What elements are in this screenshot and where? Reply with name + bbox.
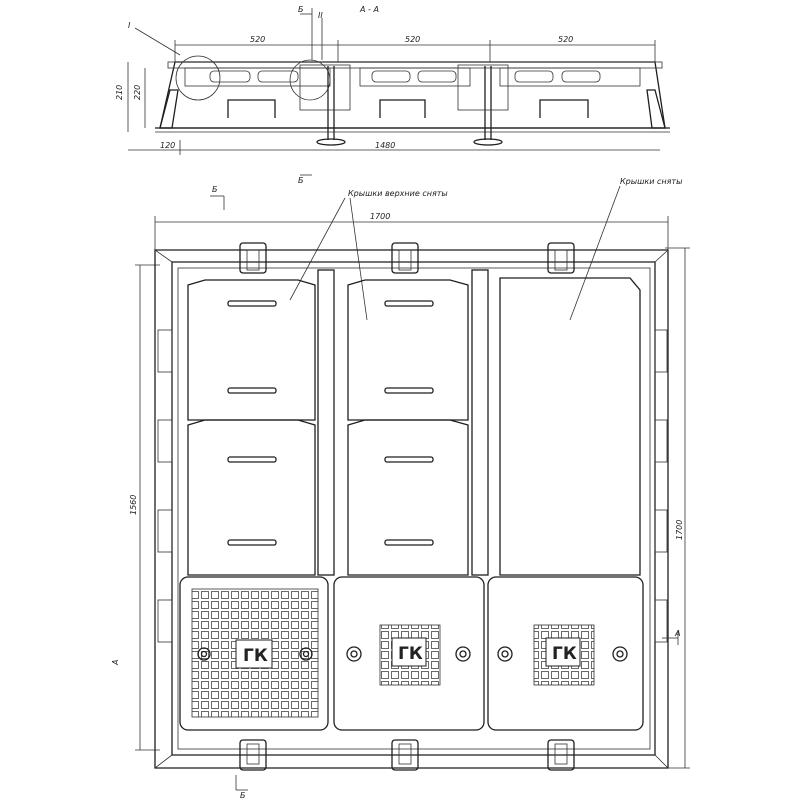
cover-middle[interactable]: ГК <box>333 576 485 731</box>
dim-220: 220 <box>133 85 142 100</box>
dim-520-1: 520 <box>250 35 265 44</box>
plan-mark-b-bottom: Б <box>240 791 246 800</box>
plan-mark-a-left: А <box>111 660 120 666</box>
beam-left <box>317 269 335 576</box>
plan-mark-b-top: Б <box>212 185 218 194</box>
plan-mark-a-right: А <box>674 629 680 638</box>
section-title: А - А <box>359 5 379 14</box>
cover-right[interactable]: ГК <box>487 576 644 731</box>
upper-cover-panels <box>187 277 641 576</box>
dim-520-3: 520 <box>558 35 573 44</box>
plan-view: Крышки верхние сняты Крышки сняты Б 1700… <box>111 177 690 800</box>
cover-slots <box>184 67 641 87</box>
cover-left[interactable]: ГК <box>179 576 329 731</box>
dim-520-2: 520 <box>405 35 420 44</box>
detail-circle-two <box>289 59 331 101</box>
cover-right-label: ГК <box>552 644 577 664</box>
section-view: А - А Б II I 520 520 520 <box>115 5 670 185</box>
cover-left-label: ГК <box>243 646 268 666</box>
cover-middle-label: ГК <box>398 644 423 664</box>
dim-210: 210 <box>115 85 124 100</box>
dim-120: 120 <box>160 141 175 150</box>
dim-1560: 1560 <box>129 495 138 515</box>
support-bolts <box>299 64 509 146</box>
label-top-covers: Крышки верхние сняты <box>348 189 448 198</box>
dim-1700-right: 1700 <box>675 520 684 540</box>
dim-1700-top: 1700 <box>370 212 390 221</box>
frame-lugs <box>157 242 668 771</box>
label-covers-removed: Крышки сняты <box>620 177 682 186</box>
panel-slots <box>227 300 434 546</box>
section-mark-b: Б <box>298 5 304 14</box>
detail-circle-one <box>175 55 221 101</box>
beam-right <box>471 269 489 576</box>
detail-mark-roman: II <box>318 11 323 20</box>
section-mark-b-lower: Б <box>298 176 304 185</box>
detail-mark-one: I <box>128 21 131 30</box>
dim-1480: 1480 <box>375 141 395 150</box>
